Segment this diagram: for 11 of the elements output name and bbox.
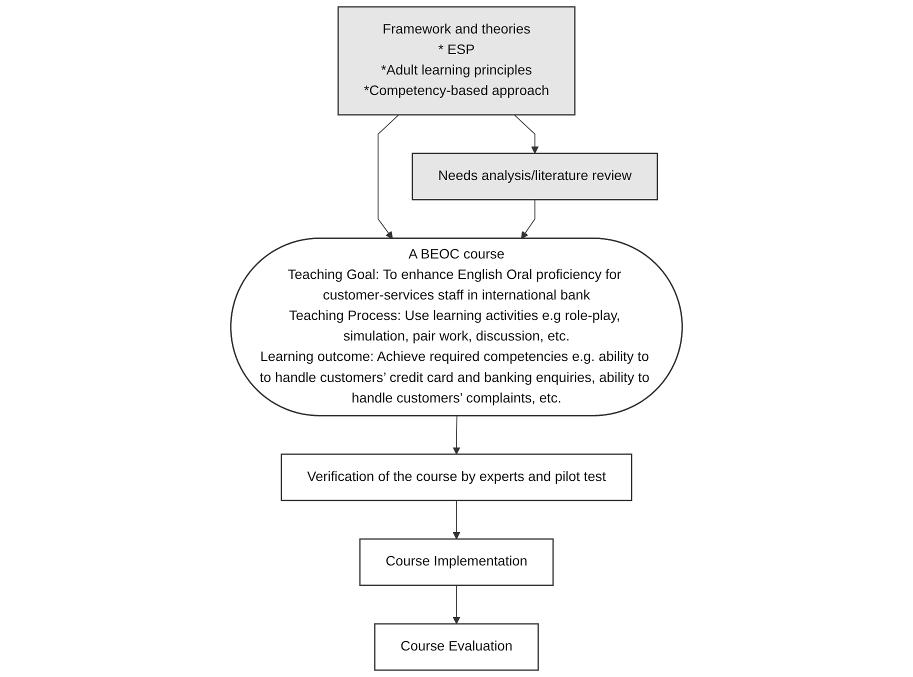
node-box: Course Evaluation xyxy=(374,623,539,671)
node-box: Needs analysis/literature review xyxy=(412,152,658,200)
node-box: Verification of the course by experts and pilot test xyxy=(280,454,632,502)
node-box: Framework and theories * ESP *Adult learning principles *Competency-based approach xyxy=(338,6,576,116)
arrow xyxy=(452,584,460,624)
arrow xyxy=(452,500,460,540)
arrow xyxy=(514,114,539,154)
arrow xyxy=(520,199,536,239)
arrow xyxy=(378,114,400,239)
node-box: Course Implementation xyxy=(359,538,554,586)
arrow xyxy=(452,416,460,455)
